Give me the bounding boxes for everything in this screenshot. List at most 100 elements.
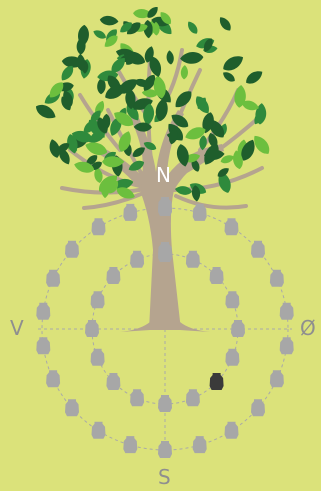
urn-plot-outer	[36, 302, 51, 320]
compass-south-label: S	[158, 465, 171, 489]
urn-plot-inner	[106, 373, 121, 390]
urn-plot-outer	[91, 218, 106, 236]
leaf-shape	[219, 17, 231, 31]
urn-plot-outer	[65, 399, 79, 417]
leaf-shape	[202, 112, 214, 134]
leaf-shape	[108, 180, 119, 194]
leaf-shape	[171, 114, 189, 128]
urn-plot-inner	[130, 389, 145, 407]
leaf-shape	[107, 75, 121, 93]
leaf-shape	[175, 91, 192, 108]
leaf-shape	[61, 65, 74, 81]
leaf-shape	[118, 131, 131, 152]
leaf-shape	[133, 122, 152, 132]
leaf-shape	[143, 142, 157, 150]
urn-plot-inner	[209, 267, 224, 284]
leaf-shape	[113, 178, 134, 190]
urn-plot-trunk	[158, 242, 172, 259]
leaf-shape	[155, 98, 168, 122]
leaf-shape	[149, 56, 161, 77]
leaf-shape	[71, 130, 93, 143]
leaf-shape	[99, 175, 118, 192]
urn-plot-inner	[158, 395, 172, 412]
leaf-shape	[234, 84, 246, 108]
leaf-shape	[126, 53, 137, 65]
urn-plot-inner	[90, 291, 105, 309]
leaf-shape	[153, 75, 166, 99]
leaf-shape	[97, 77, 106, 95]
leaf-shape	[35, 104, 56, 119]
leaf-shape	[49, 139, 60, 158]
urn-plot-outer	[269, 269, 284, 287]
leaf-shape	[218, 171, 231, 193]
urn-plot-inner	[85, 320, 99, 337]
tree-branch	[68, 148, 142, 188]
leaf-shape	[152, 21, 160, 36]
leaf-shape	[125, 88, 136, 110]
leaf-shape	[175, 186, 193, 195]
leaf-shape	[143, 103, 154, 126]
urn-plot-outer	[279, 302, 294, 320]
outer-ring-guide	[41, 207, 289, 451]
leaf-shape	[49, 82, 64, 98]
leaf-shape	[176, 144, 189, 167]
leaf-shape	[102, 156, 125, 168]
leaf-shape	[223, 72, 235, 82]
leaf-shape	[90, 110, 101, 122]
urn-plot-outer	[251, 240, 265, 258]
urn-plots	[36, 197, 294, 458]
tree-canopy	[35, 7, 270, 202]
leaf-shape	[160, 12, 172, 25]
leaf-shape	[128, 160, 145, 171]
tree-branch	[60, 186, 141, 195]
leaf-shape	[97, 116, 108, 134]
leaf-shape	[99, 15, 119, 26]
urn-plot-outer	[123, 436, 138, 454]
leaf-shape	[147, 7, 158, 18]
urn-plot-outer	[46, 370, 61, 388]
leaf-shape	[86, 155, 98, 166]
urn-plot-outer	[91, 421, 106, 439]
leaf-shape	[120, 22, 132, 33]
urn-plot-outer	[192, 203, 207, 221]
leaf-shape	[93, 30, 106, 39]
urn-plot-inner	[185, 389, 200, 407]
urn-plot-inner	[106, 267, 121, 284]
leaf-shape	[111, 57, 125, 73]
leaf-shape	[180, 65, 188, 80]
leaf-shape	[63, 90, 73, 107]
leaf-shape	[220, 155, 235, 164]
leaf-shape	[185, 127, 206, 140]
urn-plot-outer	[158, 441, 172, 458]
leaf-shape	[241, 100, 259, 111]
leaf-shape	[104, 35, 118, 47]
urn-plot-selected	[209, 373, 224, 390]
leaf-shape	[143, 19, 153, 39]
leaf-shape	[188, 21, 198, 34]
tree-branch	[174, 194, 248, 210]
compass-north-label: N	[156, 163, 171, 187]
leaf-shape	[126, 22, 141, 35]
urn-plot-outer	[36, 337, 51, 355]
leaf-shape	[233, 150, 243, 170]
leaf-shape	[59, 148, 70, 165]
leaf-shape	[180, 52, 204, 64]
urn-plot-inner	[225, 291, 240, 309]
urn-plot-outer	[65, 240, 79, 258]
urn-plot-inner	[130, 250, 145, 268]
leaf-shape	[133, 99, 145, 110]
leaf-shape	[74, 161, 95, 173]
tree-roots	[120, 322, 210, 332]
urn-plot-outer	[279, 337, 294, 355]
leaf-shape	[141, 89, 158, 98]
urn-plot-outer	[224, 218, 239, 236]
leaf-shape	[208, 132, 218, 149]
leaf-shape	[217, 168, 229, 177]
leaf-shape	[166, 50, 174, 65]
leaf-shape	[169, 128, 178, 145]
urn-plot-trunk	[158, 197, 172, 214]
leaf-shape	[254, 135, 270, 154]
leaf-shape	[203, 149, 225, 160]
urn-plot-outer	[269, 370, 284, 388]
